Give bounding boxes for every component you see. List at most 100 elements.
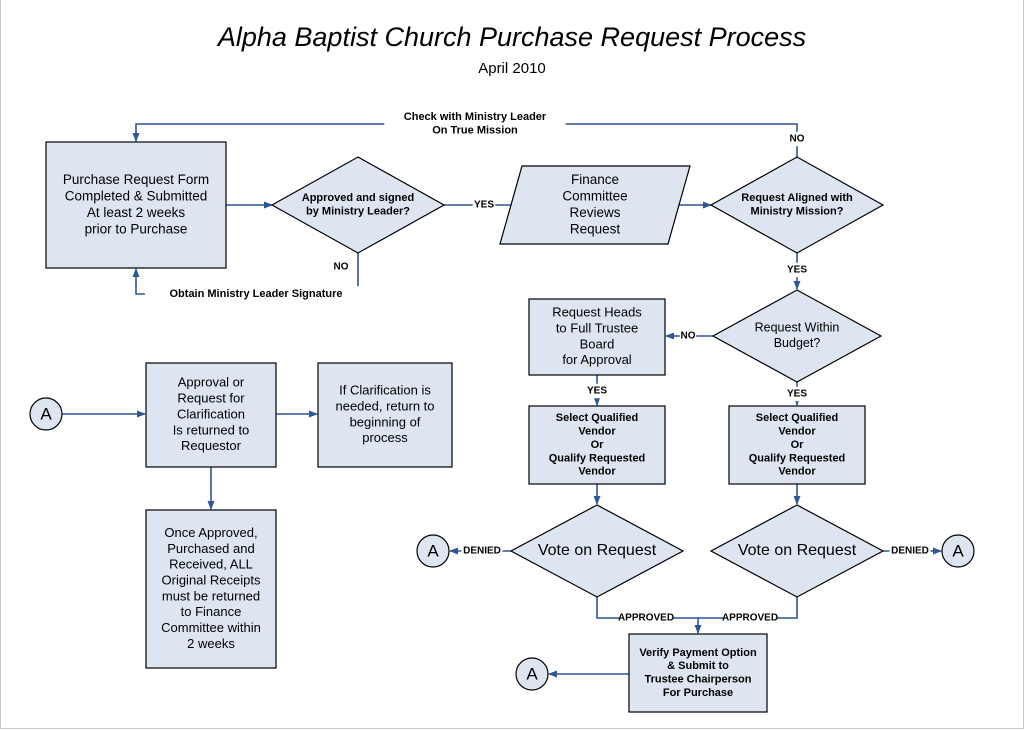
aligned-mission-decision-line: Ministry Mission? <box>751 206 844 218</box>
connector-a-bottom: A <box>515 657 549 691</box>
finance-committee-reviews-box-line: Committee <box>562 188 627 203</box>
vote-left-decision-line: Vote on Request <box>538 542 657 559</box>
connector-a-left: A <box>29 397 63 431</box>
edge-label-check-leader-line: Check with Ministry Leader <box>404 111 547 123</box>
once-approved-box-line: Original Receipts <box>162 573 261 588</box>
edge-label-yes-aligned-line: YES <box>787 265 807 276</box>
approval-returned-box-line: Requestor <box>181 438 242 453</box>
select-vendor-right-box-line: Vendor <box>778 466 816 478</box>
vote-left-decision: Vote on Request <box>509 504 685 598</box>
edge-label-yes-approved-line: YES <box>474 200 494 211</box>
edge-label-no-approved-line: NO <box>334 262 349 273</box>
select-vendor-right-box-line: Select Qualified <box>756 412 839 424</box>
edge-label-approved-right: APPROVED <box>722 610 778 626</box>
purchase-request-form-box-line: Purchase Request Form <box>63 172 209 187</box>
clarification-box-line: needed, return to <box>335 399 434 414</box>
edge-label-check-leader-line: On True Mission <box>432 125 518 137</box>
edge-label-denied-left: DENIED <box>461 543 503 559</box>
verify-payment-box: Verify Payment Option& Submit to Trustee … <box>628 633 768 713</box>
edge-label-obtain-signature: Obtain Ministry Leader Signature <box>144 286 368 302</box>
verify-payment-box-line: Trustee Chairperson <box>645 674 752 686</box>
trustee-board-box-line: Board <box>580 336 615 351</box>
connector-a-vote-right-label: A <box>952 541 964 560</box>
edge-label-yes-budget-line: YES <box>787 389 807 400</box>
clarification-box-line: beginning of <box>350 414 421 429</box>
select-vendor-left-box-line: Select Qualified <box>556 412 639 424</box>
approved-signed-decision-line: by Ministry Leader? <box>306 206 410 218</box>
select-vendor-left-box-line: Or <box>591 439 605 451</box>
verify-payment-box-line: For Purchase <box>663 687 733 699</box>
edge-label-denied-right: DENIED <box>889 543 931 559</box>
edge-label-yes-approved: YES <box>472 197 496 213</box>
finance-committee-reviews-box-line: Reviews <box>569 205 620 220</box>
purchase-request-form-box-line: Completed & Submitted <box>65 188 208 203</box>
purchase-request-form-box-line: prior to Purchase <box>85 221 188 236</box>
vote-right-decision: Vote on Request <box>709 504 885 598</box>
connector-a-vote-right: A <box>941 534 975 568</box>
within-budget-decision-line: Budget? <box>774 336 821 350</box>
vote-right-decision-line: Vote on Request <box>738 542 857 559</box>
approval-returned-box-line: Request for <box>177 391 245 406</box>
approval-returned-box-line: Approval or <box>178 375 245 390</box>
select-vendor-left-box-line: Vendor <box>578 466 616 478</box>
clarification-box-line: If Clarification is <box>339 383 431 398</box>
edge-label-denied-left-line: DENIED <box>463 546 501 557</box>
once-approved-box-line: to Finance <box>181 604 242 619</box>
select-vendor-right-box-line: Qualify Requested <box>749 452 846 464</box>
select-vendor-left-box-line: Qualify Requested <box>549 452 646 464</box>
edge-label-yes-trustee: YES <box>585 383 609 399</box>
select-vendor-right-box-line: Or <box>791 439 805 451</box>
edge-label-no-budget-line: NO <box>681 331 696 342</box>
once-approved-box-line: Purchased and <box>167 541 254 556</box>
trustee-board-box-line: for Approval <box>562 352 631 367</box>
connector-a-vote-left-label: A <box>427 541 439 560</box>
edge-label-check-leader: Check with Ministry Leader On True Missio… <box>384 109 566 139</box>
flowchart-edge-labels: Check with Ministry Leader On True Missio… <box>144 109 931 626</box>
edge-label-denied-right-line: DENIED <box>891 546 929 557</box>
edge-label-yes-budget: YES <box>785 386 809 402</box>
edge-label-no-top-line: NO <box>790 134 805 145</box>
finance-committee-reviews-box-line: Finance <box>571 172 619 187</box>
verify-payment-box-line: Verify Payment Option <box>639 647 757 659</box>
approval-returned-box-line: Clarification <box>177 406 245 421</box>
trustee-board-box-line: to Full Trustee <box>556 321 638 336</box>
connector-a-vote-left: A <box>416 534 450 568</box>
verify-payment-box-line: & Submit to <box>667 660 729 672</box>
edge-label-no-top: NO <box>788 131 806 147</box>
aligned-mission-decision-line: Request Aligned with <box>741 192 853 204</box>
once-approved-box-line: must be returned <box>162 588 260 603</box>
once-approved-box-line: 2 weeks <box>187 636 235 651</box>
select-vendor-left-box-line: Vendor <box>578 425 616 437</box>
page-subtitle: April 2010 <box>478 60 546 77</box>
within-budget-decision-line: Request Within <box>755 321 840 335</box>
page-title: Alpha Baptist Church Purchase Request Pr… <box>217 22 807 52</box>
edge-label-no-budget: NO <box>679 328 697 344</box>
select-vendor-right-box-line: Vendor <box>778 425 816 437</box>
purchase-request-form-box-line: At least 2 weeks <box>87 205 186 220</box>
edge-label-approved-left: APPROVED <box>618 610 674 626</box>
connector-a-bottom-label: A <box>526 664 538 683</box>
connector-a-left-label: A <box>40 404 52 423</box>
clarification-box-line: process <box>362 430 408 445</box>
edge-label-approved-right-line: APPROVED <box>722 613 778 624</box>
once-approved-box-line: Committee within <box>161 620 261 635</box>
finance-committee-reviews-box-line: Request <box>570 221 621 236</box>
trustee-board-box-line: Request Heads <box>552 305 642 320</box>
once-approved-box-line: Once Approved, <box>164 525 257 540</box>
approved-signed-decision-line: Approved and signed <box>302 192 414 204</box>
edge-label-no-approved: NO <box>334 262 349 273</box>
once-approved-box-line: Received, ALL <box>169 557 253 572</box>
approved-signed-decision: Approved and signed by Ministry Leader? <box>270 156 446 254</box>
edge-label-approved-left-line: APPROVED <box>618 613 674 624</box>
